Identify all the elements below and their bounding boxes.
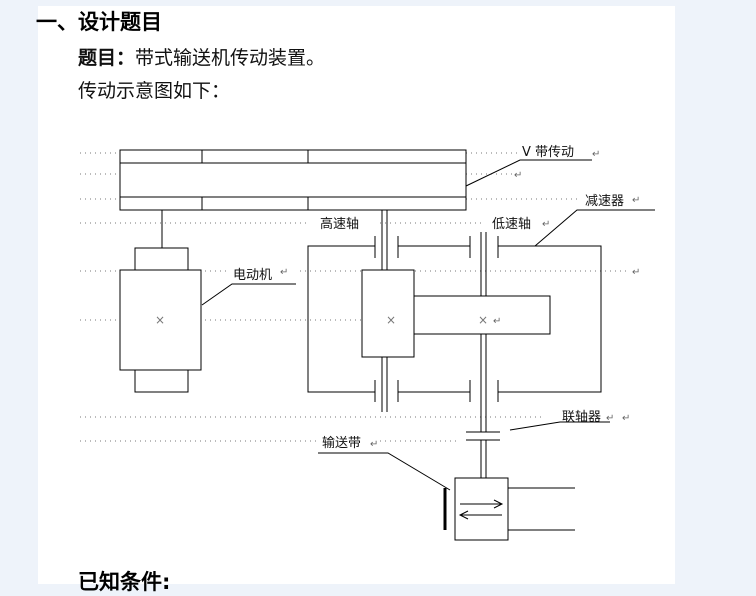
drum-body [454,477,509,541]
belt-outline [119,149,467,211]
left-margin [0,0,38,584]
topic-line: 题目：带式输送机传动装置。 [78,43,325,70]
reducer [307,210,602,478]
para-mark: ↵ [622,413,630,424]
leader-reducer [534,209,655,247]
motor-body [119,269,202,371]
gear-center-mark: × [478,313,488,327]
label-conveyor-belt: 输送带 [322,435,361,451]
motor-bottom-cap [134,369,189,393]
leader-v-belt [465,159,592,187]
pinion-center-mark: × [386,313,396,327]
para-mark: ↵ [370,439,378,450]
v-belt-drive [119,149,467,211]
leader-conveyor [318,452,451,491]
transmission-diagram: × × × [80,145,655,541]
label-reducer: 减速器 [585,194,624,209]
housing-left [307,245,375,393]
para-mark: ↵ [514,170,522,181]
motor-top-cap [134,247,189,271]
next-section-heading: 已知条件: [78,570,171,594]
motor [119,210,202,393]
right-margin [675,0,756,584]
diagram-caption: 传动示意图如下： [78,80,231,102]
label-motor: 电动机 [233,268,272,283]
paragraph-marks: ↵ ↵ ↵ ↵ ↵ ↵ ↵ ↵ ↵ ↵ [280,149,640,450]
para-mark: ↵ [493,316,501,327]
label-low-speed-shaft: 低速轴 [492,217,531,232]
topic-value: 带式输送机传动装置。 [135,47,326,69]
para-mark: ↵ [280,267,288,278]
para-mark: ↵ [592,149,600,160]
section-heading: 一、设计题目 [36,10,162,34]
topic-label: 题目： [78,47,136,69]
para-mark: ↵ [606,413,614,424]
motor-center-mark: × [155,313,165,327]
arrow-left-head [458,510,469,520]
leader-coupling [509,421,610,431]
label-v-belt: V 带传动 [522,145,574,160]
large-gear [413,295,551,335]
leader-lines [201,159,655,491]
para-mark: ↵ [542,219,550,230]
para-mark: ↵ [632,195,640,206]
para-mark: ↵ [632,267,640,278]
label-high-speed-shaft: 高速轴 [320,216,359,232]
conveyor-drum [443,477,575,541]
label-coupling: 联轴器 [562,410,601,425]
pinion-gear [361,269,415,358]
housing-right [498,245,602,393]
leader-motor [201,283,296,306]
arrow-right-head [493,499,504,509]
